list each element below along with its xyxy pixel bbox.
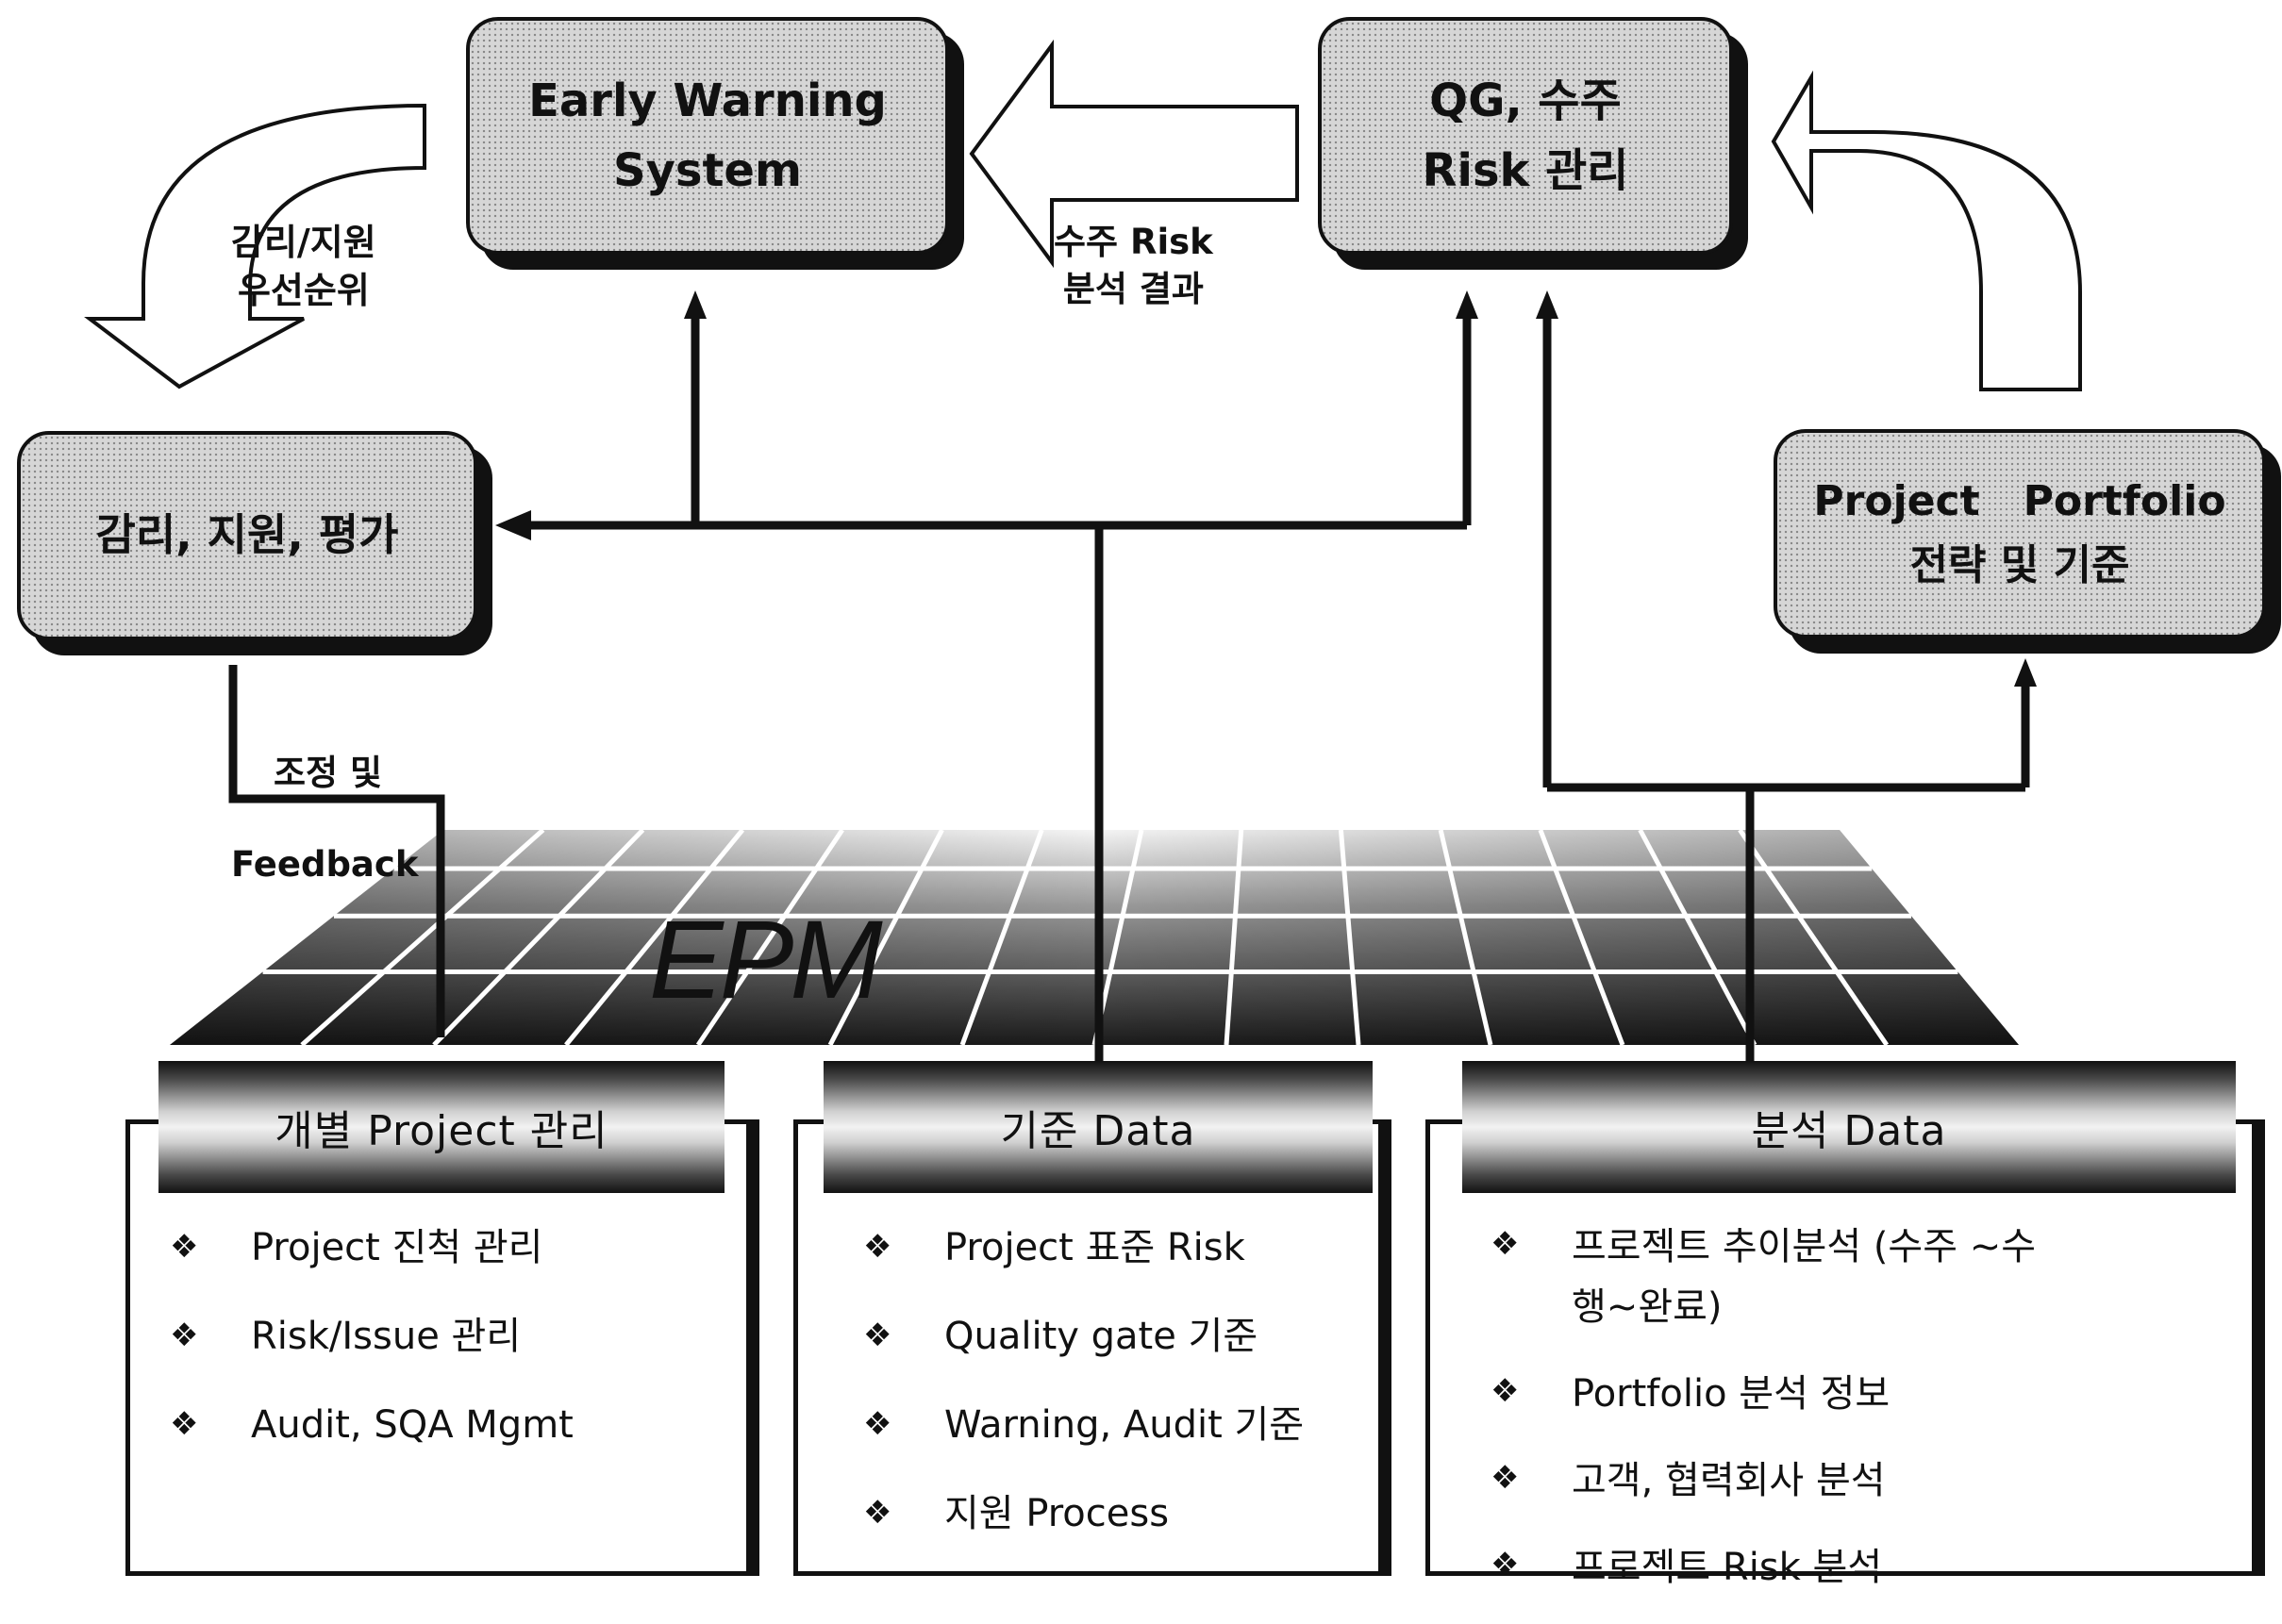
list-item-text: Risk/Issue 관리 [251,1315,522,1358]
list-item-text: 프로젝트 추이분석 (수주 ~수행~완료) [1572,1225,2037,1329]
curved-arrow-priority [84,103,426,389]
list-item-text: Project 표준 Risk [944,1226,1245,1269]
portfolio-box: Project Portfolio 전략 및 기준 [1774,429,2266,638]
qg-risk-box: QG, 수주 Risk 관리 [1318,17,1733,255]
bullet-icon: ❖ [863,1494,892,1532]
platform-grid-line [1738,828,1890,1047]
epm-platform [170,828,2019,1047]
panel-analysis-data-header: 분석 Data [1462,1061,2236,1193]
early-warning-box: Early Warning System [466,17,949,255]
list-item-text: Quality gate 기준 [944,1315,1258,1358]
platform-grid-line [564,828,745,1047]
early-warning-line2: System [613,144,802,197]
priority-label: 감리/지원 우선순위 [231,219,376,316]
bullet-icon: ❖ [863,1228,892,1266]
platform-grid-line [827,828,944,1047]
list-item: ❖ Warning, Audit 기준 [863,1406,1304,1444]
list-item-text: Warning, Audit 기준 [944,1403,1305,1447]
bullet-icon: ❖ [863,1405,892,1443]
panel-standard-data-header: 기준 Data [824,1061,1373,1193]
list-item: ❖ Project 진척 관리 [170,1229,574,1267]
arrowhead-qg-2 [1536,290,1558,319]
bullet-icon: ❖ [863,1317,892,1354]
bullet-icon: ❖ [1491,1546,1520,1583]
arrowheads [495,290,2037,687]
platform-grid-line [1224,829,1244,1046]
bullet-icon: ❖ [1491,1225,1520,1263]
arrowhead-portfolio [2014,658,2037,687]
list-item-text: 지원 Process [944,1492,1170,1535]
platform-grid-line [1638,828,1757,1047]
panel-analysis-data-list: ❖프로젝트 추이분석 (수주 ~수행~완료) ❖Portfolio 분석 정보 … [1491,1217,2057,1624]
feedback-label-line1: 조정 및 [274,753,383,793]
list-item: ❖ 지원 Process [863,1495,1304,1533]
list-item-text: Project 진척 관리 [251,1226,543,1269]
connectors [228,316,2030,1070]
bullet-icon: ❖ [170,1317,199,1354]
epm-platform-title: EPM [649,898,883,1022]
list-item: ❖ 프로젝트 추이분석 (수주 ~수행~완료) [1491,1217,2057,1337]
portfolio-line2: 전략 및 기준 [1909,541,2130,589]
platform-grid-line [300,828,545,1047]
platform-grid-line [695,828,844,1047]
risk-result-label: 수주 Risk 분석 결과 [1054,219,1213,313]
list-item: ❖ Quality gate 기준 [863,1317,1304,1355]
list-item: ❖ Audit, SQA Mgmt [170,1406,574,1444]
arrowhead-qg [1456,290,1478,319]
priority-label-line2: 우선순위 [237,270,370,312]
platform-grid-line [1338,829,1361,1046]
early-warning-line1: Early Warning [528,74,887,127]
bullet-icon: ❖ [170,1405,199,1443]
audit-support-box: 감리, 지원, 평가 [17,431,477,640]
panel-standard-data [793,1119,1391,1576]
panel-project-mgmt-header: 개별 Project 관리 [158,1061,725,1193]
priority-label-line1: 감리/지원 [231,222,376,263]
epm-diagram: Early Warning System QG, 수주 Risk 관리 감리, … [17,17,2266,1589]
audit-support-line1: 감리, 지원, 평가 [95,509,399,561]
list-item: ❖ Risk/Issue 관리 [170,1317,574,1355]
curved-arrow-portfolio [1771,70,2082,391]
bullet-icon: ❖ [170,1228,199,1266]
panel-project-mgmt-list: ❖ Project 진척 관리 ❖ Risk/Issue 관리 ❖ Audit, SQ… [170,1229,574,1495]
list-item-text: Audit, SQA Mgmt [251,1403,574,1447]
list-item: ❖ 프로젝트 Risk 분석 [1491,1537,2057,1598]
list-item-text: Portfolio 분석 정보 [1572,1372,1891,1416]
platform-grid-line [432,828,645,1047]
bullet-icon: ❖ [1491,1372,1520,1410]
qg-risk-line1: QG, 수주 [1429,74,1622,127]
arrowhead-audit [495,510,531,540]
feedback-line [228,665,445,1037]
risk-result-line2: 분석 결과 [1062,268,1204,309]
bullet-icon: ❖ [1491,1459,1520,1497]
list-item-text: 고객, 협력회사 분석 [1572,1459,1886,1502]
platform-grid-line [1538,829,1625,1046]
risk-result-line1: 수주 Risk [1054,222,1213,262]
list-item: ❖ Portfolio 분석 정보 [1491,1364,2057,1424]
feedback-label-line2: Feedback [231,844,419,885]
platform-grid-line [959,829,1044,1046]
qg-risk-line2: Risk 관리 [1422,144,1629,197]
platform-grid-line [1438,829,1493,1046]
panel-standard-data-list: ❖ Project 표준 Risk ❖ Quality gate 기준 ❖ Warni… [863,1229,1304,1583]
list-item-text: 프로젝트 Risk 분석 [1572,1546,1883,1589]
list-item: ❖ Project 표준 Risk [863,1229,1304,1267]
hollow-arrow-left [969,39,1299,269]
portfolio-line1: Project Portfolio [1813,476,2226,525]
list-item: ❖ 고객, 협력회사 분석 [1491,1450,2057,1511]
diagram-canvas [84,39,2082,1070]
arrowhead-early-warning [684,290,707,319]
